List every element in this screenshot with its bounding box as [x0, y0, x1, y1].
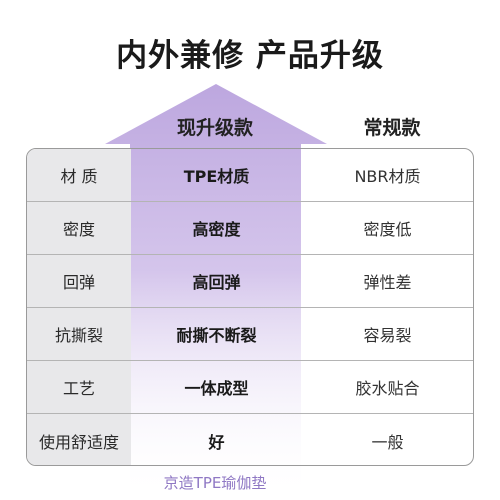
page-title: 内外兼修 产品升级	[116, 38, 384, 74]
table-row: 工艺 一体成型 胶水贴合	[27, 361, 473, 414]
upgraded-value: 耐撕不断裂	[176, 326, 257, 345]
upgraded-value: 一体成型	[184, 379, 249, 398]
regular-value: NBR材质	[354, 167, 421, 186]
table-row: 使用舒适度 好 一般	[27, 414, 473, 465]
row-label: 工艺	[27, 361, 131, 413]
regular-value: 容易裂	[363, 326, 412, 345]
table-row: 回弹 高回弹 弹性差	[27, 255, 473, 308]
regular-value: 弹性差	[363, 273, 412, 292]
comparison-table: 材 质 TPE材质 NBR材质 密度 高密度 密度低 回弹 高回弹 弹性差 抗撕…	[26, 148, 474, 466]
regular-value: 一般	[371, 432, 404, 452]
upgrade-arrow-icon	[105, 84, 327, 500]
row-label: 密度	[27, 202, 131, 254]
table-row: 材 质 TPE材质 NBR材质	[27, 149, 473, 202]
row-label: 使用舒适度	[27, 414, 131, 465]
table-row: 抗撕裂 耐撕不断裂 容易裂	[27, 308, 473, 361]
upgraded-value: TPE材质	[183, 167, 250, 186]
upgraded-column-header: 现升级款	[176, 117, 253, 139]
row-label: 抗撕裂	[27, 308, 131, 360]
table-row: 密度 高密度 密度低	[27, 202, 473, 255]
regular-value: 胶水贴合	[355, 379, 420, 398]
upgraded-value: 好	[208, 432, 225, 452]
row-label: 回弹	[27, 255, 131, 307]
upgraded-value: 高密度	[192, 220, 241, 239]
regular-value: 密度低	[363, 220, 412, 239]
product-name-footer: 京造TPE瑜伽垫	[163, 474, 267, 492]
upgraded-value: 高回弹	[192, 273, 241, 292]
regular-column-header: 常规款	[363, 117, 421, 139]
row-label: 材 质	[27, 149, 131, 201]
